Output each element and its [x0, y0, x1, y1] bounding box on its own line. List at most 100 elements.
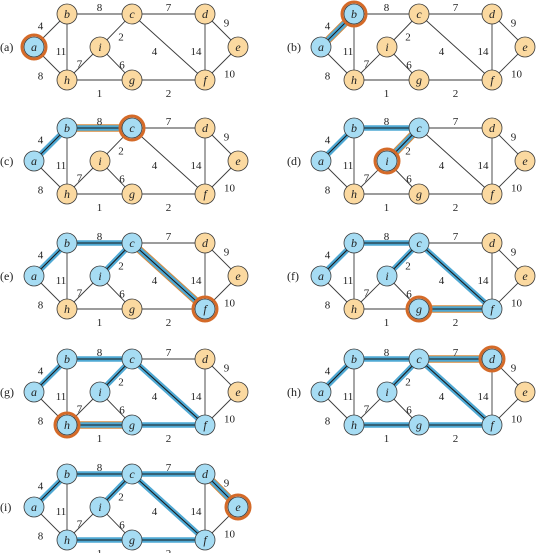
edge-weight-g-i: 6	[406, 405, 412, 417]
vertex-g	[121, 69, 143, 91]
vertex-g	[121, 183, 143, 205]
vertex-i	[89, 496, 111, 518]
vertex-a	[23, 265, 45, 287]
vertex-label-i: i	[385, 385, 388, 399]
new-vertex-ring-d	[478, 345, 506, 373]
edge-weight-a-h: 8	[325, 416, 331, 428]
vertex-b	[343, 232, 365, 254]
edge-weight-d-f: 14	[191, 160, 203, 172]
vertex-label-f: f	[203, 73, 208, 87]
new-vertex-ring-e	[224, 493, 252, 521]
edge-weight-c-i: 2	[405, 261, 411, 273]
edge-weight-c-f: 4	[152, 391, 158, 403]
edge-weight-b-c: 8	[384, 116, 390, 128]
panel-label: (e)	[0, 269, 13, 283]
edge-weight-b-h: 11	[343, 275, 354, 287]
edge-weight-f-g: 2	[166, 202, 172, 214]
edge-weight-a-b: 4	[38, 481, 44, 493]
edge-weight-a-h: 8	[325, 185, 331, 197]
vertex-label-d: d	[202, 121, 209, 135]
vertex-a	[23, 36, 45, 58]
edge-weight-e-f: 10	[511, 69, 523, 81]
edge-weight-c-f: 4	[439, 160, 445, 172]
vertex-label-d: d	[489, 352, 496, 366]
edge-c-f	[131, 127, 206, 195]
vertex-f	[194, 414, 216, 436]
edge-weight-b-c: 8	[97, 2, 103, 14]
edge-weight-b-c: 8	[97, 347, 103, 359]
vertex-c	[121, 3, 143, 25]
vertex-label-b: b	[64, 7, 70, 21]
vertex-label-b: b	[351, 236, 357, 250]
edge-weight-h-i: 7	[77, 519, 83, 531]
vertex-label-g: g	[416, 302, 422, 316]
vertex-label-b: b	[64, 352, 70, 366]
edge-weight-e-f: 10	[511, 183, 523, 195]
panel-label: (a)	[0, 40, 13, 54]
edge-weight-c-f: 4	[152, 275, 158, 287]
edge-weight-c-i: 2	[405, 377, 411, 389]
edge-weight-d-e: 9	[511, 363, 517, 375]
vertex-d	[194, 3, 216, 25]
edge-weight-h-i: 7	[364, 59, 370, 71]
edge-weight-g-h: 1	[384, 88, 390, 100]
edge-weight-f-g: 2	[453, 202, 459, 214]
edge-weight-c-f: 4	[152, 46, 158, 58]
edge-weight-b-c: 8	[384, 231, 390, 243]
vertex-e	[227, 150, 249, 172]
vertex-b	[56, 3, 78, 25]
vertex-i	[376, 381, 398, 403]
edge-weight-g-i: 6	[406, 174, 412, 186]
edge-weight-c-d: 7	[453, 231, 459, 243]
edge-c-f	[131, 242, 206, 310]
vertex-e	[227, 496, 249, 518]
vertex-a	[310, 265, 332, 287]
vertex-label-e: e	[522, 385, 528, 399]
vertex-label-i: i	[98, 269, 101, 283]
vertex-a	[23, 381, 45, 403]
vertex-label-e: e	[522, 154, 528, 168]
vertex-label-i: i	[98, 40, 101, 54]
edge-weight-a-b: 4	[325, 21, 331, 33]
edge-weight-d-e: 9	[511, 132, 517, 144]
edge-weight-e-f: 10	[224, 414, 236, 426]
vertex-label-c: c	[129, 352, 135, 366]
panel-label: (i)	[0, 500, 11, 514]
vertex-f	[194, 183, 216, 205]
edge-weight-d-e: 9	[224, 247, 230, 259]
vertex-b	[56, 463, 78, 485]
vertex-b	[343, 348, 365, 370]
edge-weight-d-f: 14	[191, 46, 203, 58]
edge-weight-d-f: 14	[478, 391, 490, 403]
edge-weight-e-f: 10	[224, 69, 236, 81]
vertex-label-c: c	[129, 236, 135, 250]
vertex-label-f: f	[203, 533, 208, 547]
vertex-i	[89, 265, 111, 287]
panel-label: (d)	[287, 154, 301, 168]
vertex-label-b: b	[351, 7, 357, 21]
vertex-i	[89, 381, 111, 403]
vertex-f	[194, 298, 216, 320]
vertex-b	[56, 232, 78, 254]
edge-weight-d-f: 14	[478, 275, 490, 287]
vertex-d	[194, 348, 216, 370]
vertex-d	[194, 232, 216, 254]
edge-weight-c-d: 7	[453, 347, 459, 359]
vertex-e	[227, 265, 249, 287]
vertex-label-h: h	[351, 302, 357, 316]
vertex-f	[481, 298, 503, 320]
edge-weight-f-g: 2	[453, 88, 459, 100]
vertex-label-e: e	[522, 40, 528, 54]
vertex-label-i: i	[385, 154, 388, 168]
vertex-c	[408, 117, 430, 139]
vertex-label-e: e	[235, 154, 241, 168]
edge-weight-g-h: 1	[384, 433, 390, 445]
vertex-label-h: h	[64, 418, 70, 432]
vertex-i	[89, 36, 111, 58]
edge-weight-g-i: 6	[119, 60, 125, 72]
vertex-label-c: c	[416, 236, 422, 250]
edge-weight-c-f: 4	[439, 275, 445, 287]
